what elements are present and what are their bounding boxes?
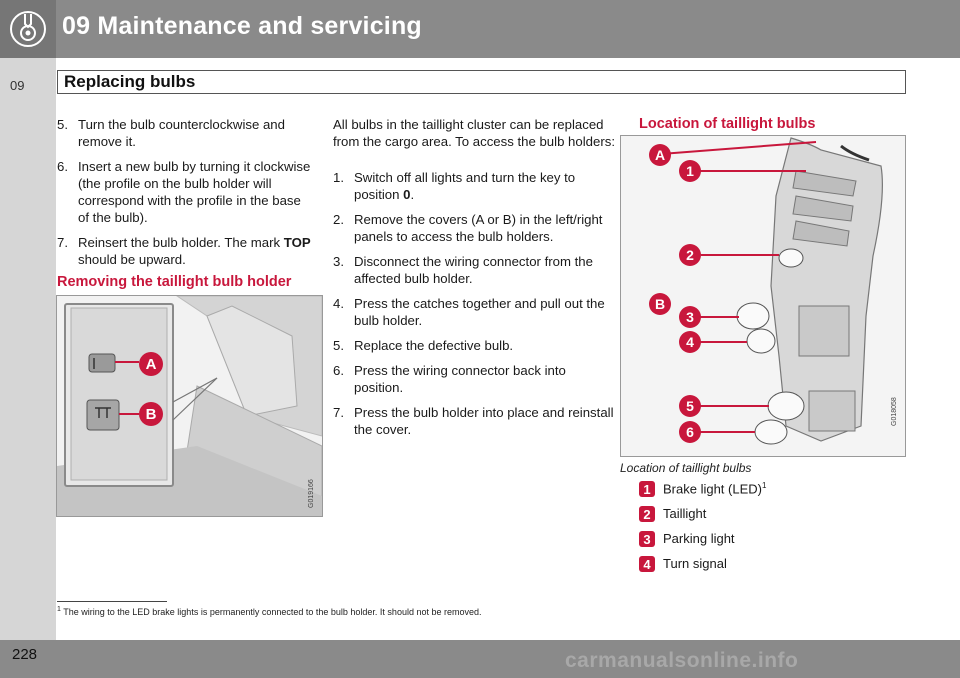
step-text: Remove the covers (A or B) in the left/r…: [354, 212, 603, 244]
callout-6: 6: [686, 424, 694, 440]
callout-3: 3: [686, 309, 694, 325]
legend-label: Taillight: [663, 506, 707, 521]
callout-2: 2: [686, 247, 694, 263]
step-number: 6.: [57, 159, 68, 174]
wrench-gear-icon: [10, 11, 46, 47]
step-number: 5.: [333, 338, 344, 353]
legend-number-badge: 2: [639, 506, 655, 522]
step-item: 5. Replace the defective bulb.: [333, 337, 615, 354]
step-item: 7. Reinsert the bulb holder. The mark TOP…: [57, 234, 312, 268]
step-number: 3.: [333, 254, 344, 269]
footnote-text: The wiring to the LED brake lights is pe…: [63, 607, 482, 617]
step-item: 5. Turn the bulb counterclockwise and rem…: [57, 116, 312, 150]
taillight-cluster-illustration: A 1 2 B 3 4 5 6 G018058: [621, 136, 905, 456]
step-text-bold: TOP: [283, 235, 311, 250]
chapter-title: 09 Maintenance and servicing: [62, 12, 422, 40]
legend-number-badge: 3: [639, 531, 655, 547]
callout-b: B: [146, 406, 157, 423]
cargo-area-illustration: A B G019166: [57, 296, 322, 516]
legend-number: 1: [643, 482, 650, 497]
section-title-bar: Replacing bulbs: [57, 70, 906, 94]
callout-a: A: [655, 147, 665, 163]
callout-5: 5: [686, 398, 694, 414]
section-title: Replacing bulbs: [64, 72, 196, 91]
step-item: 6. Insert a new bulb by turning it clockw…: [57, 158, 312, 226]
legend-number-badge: 4: [639, 556, 655, 572]
watermark: carmanualsonline.info: [565, 649, 799, 672]
step-text: Disconnect the wiring connector from the…: [354, 254, 593, 286]
step-text: Switch off all lights and turn the key t…: [354, 170, 576, 202]
legend-label: Brake light (LED): [663, 481, 762, 497]
callout-1: 1: [686, 163, 694, 179]
chapter-header: 09 Maintenance and servicing: [0, 0, 960, 58]
step-text: should be upward.: [78, 252, 186, 267]
step-text-bold: 0: [403, 187, 411, 202]
step-number: 2.: [333, 212, 344, 227]
legend-number: 3: [643, 532, 650, 547]
step-number: 4.: [333, 296, 344, 311]
side-tab-number: 09: [10, 78, 25, 93]
step-item: 3. Disconnect the wiring connector from t…: [333, 253, 615, 287]
figure-code: G019166: [308, 479, 315, 508]
step-item: 6. Press the wiring connector back into p…: [333, 362, 615, 396]
footnote-divider: [57, 601, 167, 602]
footnote: 1 The wiring to the LED brake lights is …: [57, 606, 482, 617]
callout-a: A: [146, 356, 157, 373]
step-text: Reinsert the bulb holder. The mark: [78, 235, 284, 250]
step-number: 7.: [57, 235, 68, 250]
figure-caption: Location of taillight bulbs: [620, 461, 752, 475]
cargo-area-figure: A B G019166: [56, 295, 323, 517]
intro-paragraph: All bulbs in the taillight cluster can b…: [333, 117, 615, 149]
step-number: 7.: [333, 405, 344, 420]
footnote-marker: 1: [761, 481, 767, 490]
step-text: Press the catches together and pull out …: [354, 296, 605, 328]
page-number: 228: [12, 646, 38, 663]
legend-label: Turn signal: [663, 556, 727, 571]
callout-4: 4: [686, 334, 694, 350]
location-heading: Location of taillight bulbs: [639, 116, 816, 132]
legend-number: 2: [643, 507, 650, 522]
step-item: 1. Switch off all lights and turn the key…: [333, 169, 615, 203]
step-text: .: [410, 187, 415, 202]
chapter-badge: [0, 0, 56, 58]
legend-number-badge: 1: [639, 481, 655, 497]
step-number: 5.: [57, 117, 68, 132]
legend-label: Parking light: [663, 531, 735, 546]
page-footer: [0, 640, 960, 678]
taillight-cluster-figure: A 1 2 B 3 4 5 6 G018058: [620, 135, 906, 457]
step-text: Insert a new bulb by turning it clockwis…: [78, 159, 311, 225]
legend-number: 4: [643, 557, 651, 572]
removing-holder-heading: Removing the taillight bulb holder: [57, 274, 292, 290]
steps-list-continued: 5. Turn the bulb counterclockwise and rem…: [57, 116, 312, 276]
figure-code: G018058: [891, 397, 898, 426]
side-tab-strip: [0, 58, 56, 640]
step-text: Turn the bulb counterclockwise and remov…: [78, 117, 285, 149]
step-item: 4. Press the catches together and pull ou…: [333, 295, 615, 329]
steps-list: 1. Switch off all lights and turn the key…: [333, 169, 615, 446]
step-text: Press the bulb holder into place and rei…: [354, 405, 614, 437]
step-text: Replace the defective bulb.: [354, 338, 514, 353]
footnote-marker: 1: [57, 606, 61, 613]
step-text: Press the wiring connector back into pos…: [354, 363, 566, 395]
step-item: 2. Remove the covers (A or B) in the left…: [333, 211, 615, 245]
callout-b: B: [655, 296, 665, 312]
step-item: 7. Press the bulb holder into place and r…: [333, 404, 615, 438]
step-number: 6.: [333, 363, 344, 378]
step-number: 1.: [333, 170, 344, 185]
